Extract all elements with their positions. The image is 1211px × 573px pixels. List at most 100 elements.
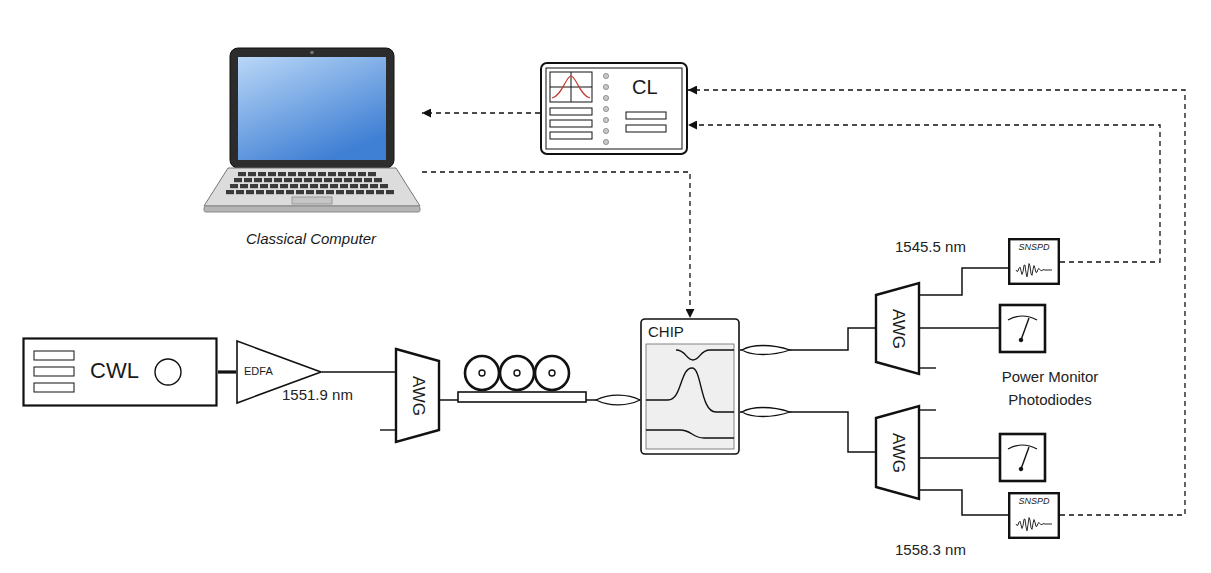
shape-part (364, 178, 372, 182)
shape-part (204, 206, 420, 212)
wavelength-label: 1551.9 nm (282, 384, 353, 407)
fiber-connector (920, 268, 1008, 295)
fiber-stub (920, 327, 1000, 328)
node-label: SNSPD (1008, 496, 1060, 506)
fiber-connector (920, 490, 1008, 515)
power-meter-symbol (1000, 434, 1045, 481)
shape-part (274, 178, 282, 182)
shape-part (356, 190, 364, 194)
shape-part (155, 359, 181, 385)
shape-part (550, 72, 592, 102)
shape-part (270, 184, 278, 188)
shape-part (550, 87, 592, 88)
shape-part (374, 178, 382, 182)
shape-part (646, 344, 734, 449)
shape-part (238, 57, 386, 160)
shape-part (354, 178, 362, 182)
shape-part (550, 132, 592, 139)
shape-part (288, 172, 296, 176)
control-logic-box: CL (540, 62, 688, 155)
shape-part (350, 184, 358, 188)
node-label: CL (632, 76, 658, 99)
shape-part (641, 319, 739, 454)
power-meter-symbol (1000, 305, 1045, 352)
shape-part (264, 178, 272, 182)
shape-part (324, 178, 332, 182)
shape-part (306, 190, 314, 194)
chip-box: CHIP (640, 318, 740, 455)
shape-part (284, 178, 292, 182)
shape-part (366, 190, 374, 194)
shape-part (34, 383, 74, 392)
shape-part (330, 184, 338, 188)
shape-part (603, 128, 608, 133)
shape-part (34, 351, 74, 360)
shape-part (266, 190, 274, 194)
shape-part (346, 190, 354, 194)
polarization-controller (549, 370, 555, 376)
shape-part (280, 184, 288, 188)
awg-filter: AWG (875, 405, 920, 500)
shape-part (552, 76, 590, 98)
fiber-stub (920, 457, 1000, 458)
awg-filter: AWG (875, 282, 920, 375)
awg-filter: AWG (395, 348, 440, 443)
shape-part (290, 184, 298, 188)
detector-box: SNSPD (1008, 492, 1060, 539)
fiber-connector (218, 370, 236, 373)
signal-connector (422, 112, 540, 113)
polarization-controller (479, 370, 485, 376)
power-meter-symbol (1019, 467, 1023, 471)
shape-part (230, 184, 238, 188)
shape-part (338, 172, 346, 176)
shape-part (230, 48, 394, 168)
signal-connector (688, 90, 1185, 515)
fiber-stub (920, 367, 936, 368)
node-label: AWG (408, 376, 428, 416)
shape-part (386, 190, 394, 194)
power-meter-symbol (1008, 445, 1037, 449)
polarization-controller (458, 392, 586, 402)
fiber-connector (322, 371, 395, 373)
shape-part (310, 184, 318, 188)
shape-part (244, 178, 252, 182)
shape-part (380, 184, 388, 188)
shape-part (292, 197, 332, 204)
shape-part (294, 178, 302, 182)
shape-part (248, 172, 256, 176)
polarization-controller (500, 356, 534, 390)
shape-part (396, 349, 439, 442)
shape-part (34, 367, 74, 376)
shape-part (603, 139, 608, 144)
shape-part (24, 339, 217, 406)
shape-part (296, 190, 304, 194)
lensed-fiber (742, 346, 790, 355)
shape-part (238, 172, 246, 176)
shape-part (276, 190, 284, 194)
fiber-connector (740, 412, 875, 452)
shape-part (250, 184, 258, 188)
computer-icon: Classical Computer (200, 48, 422, 260)
shape-part (370, 184, 378, 188)
shape-part (603, 106, 608, 111)
shape-part (320, 184, 328, 188)
shape-part (240, 184, 248, 188)
shape-part (646, 430, 734, 438)
shape-part (246, 190, 254, 194)
shape-part (603, 95, 608, 100)
shape-part (310, 51, 314, 55)
shape-part (550, 108, 592, 115)
shape-part (348, 172, 356, 176)
shape-part (226, 190, 234, 194)
polarization-controller (458, 356, 586, 402)
shape-part (368, 172, 376, 176)
shape-part (360, 184, 368, 188)
shape-part (256, 190, 264, 194)
shape-part (204, 168, 420, 206)
shape-part (876, 406, 919, 499)
shape-part (546, 68, 682, 149)
wavelength-label: 1545.5 nm (895, 236, 966, 259)
shape-part (334, 178, 342, 182)
node-label: CWL (90, 358, 139, 383)
